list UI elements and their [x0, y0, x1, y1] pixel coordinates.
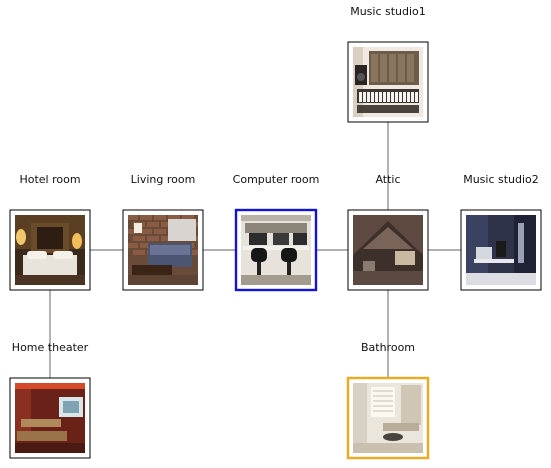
node-computer-room[interactable]: Computer room: [233, 173, 320, 292]
node-hotel-room[interactable]: Hotel room: [9, 173, 91, 291]
node-bathroom[interactable]: Bathroom: [346, 341, 430, 460]
node-music-studio2[interactable]: Music studio2: [460, 173, 542, 291]
node-attic[interactable]: Attic: [347, 173, 429, 291]
node-label-music-studio2: Music studio2: [463, 173, 539, 186]
node-thumbnail-living-room: [128, 215, 198, 285]
node-label-music-studio1: Music studio1: [350, 5, 426, 18]
node-thumbnail-attic: [353, 215, 423, 285]
node-label-attic: Attic: [375, 173, 400, 186]
node-label-living-room: Living room: [131, 173, 196, 186]
node-thumbnail-computer-room: [241, 215, 311, 285]
node-label-home-theater: Home theater: [12, 341, 89, 354]
node-label-hotel-room: Hotel room: [19, 173, 80, 186]
node-living-room[interactable]: Living room: [122, 173, 204, 291]
node-home-theater[interactable]: Home theater: [9, 341, 91, 459]
node-music-studio1[interactable]: Music studio1: [347, 5, 429, 123]
node-label-bathroom: Bathroom: [361, 341, 415, 354]
node-thumbnail-bathroom: [353, 383, 423, 453]
node-thumbnail-hotel-room: [15, 215, 85, 285]
node-label-computer-room: Computer room: [233, 173, 320, 186]
node-thumbnail-home-theater: [15, 383, 85, 453]
node-thumbnail-music-studio1: [353, 47, 423, 117]
node-thumbnail-music-studio2: [466, 215, 536, 285]
